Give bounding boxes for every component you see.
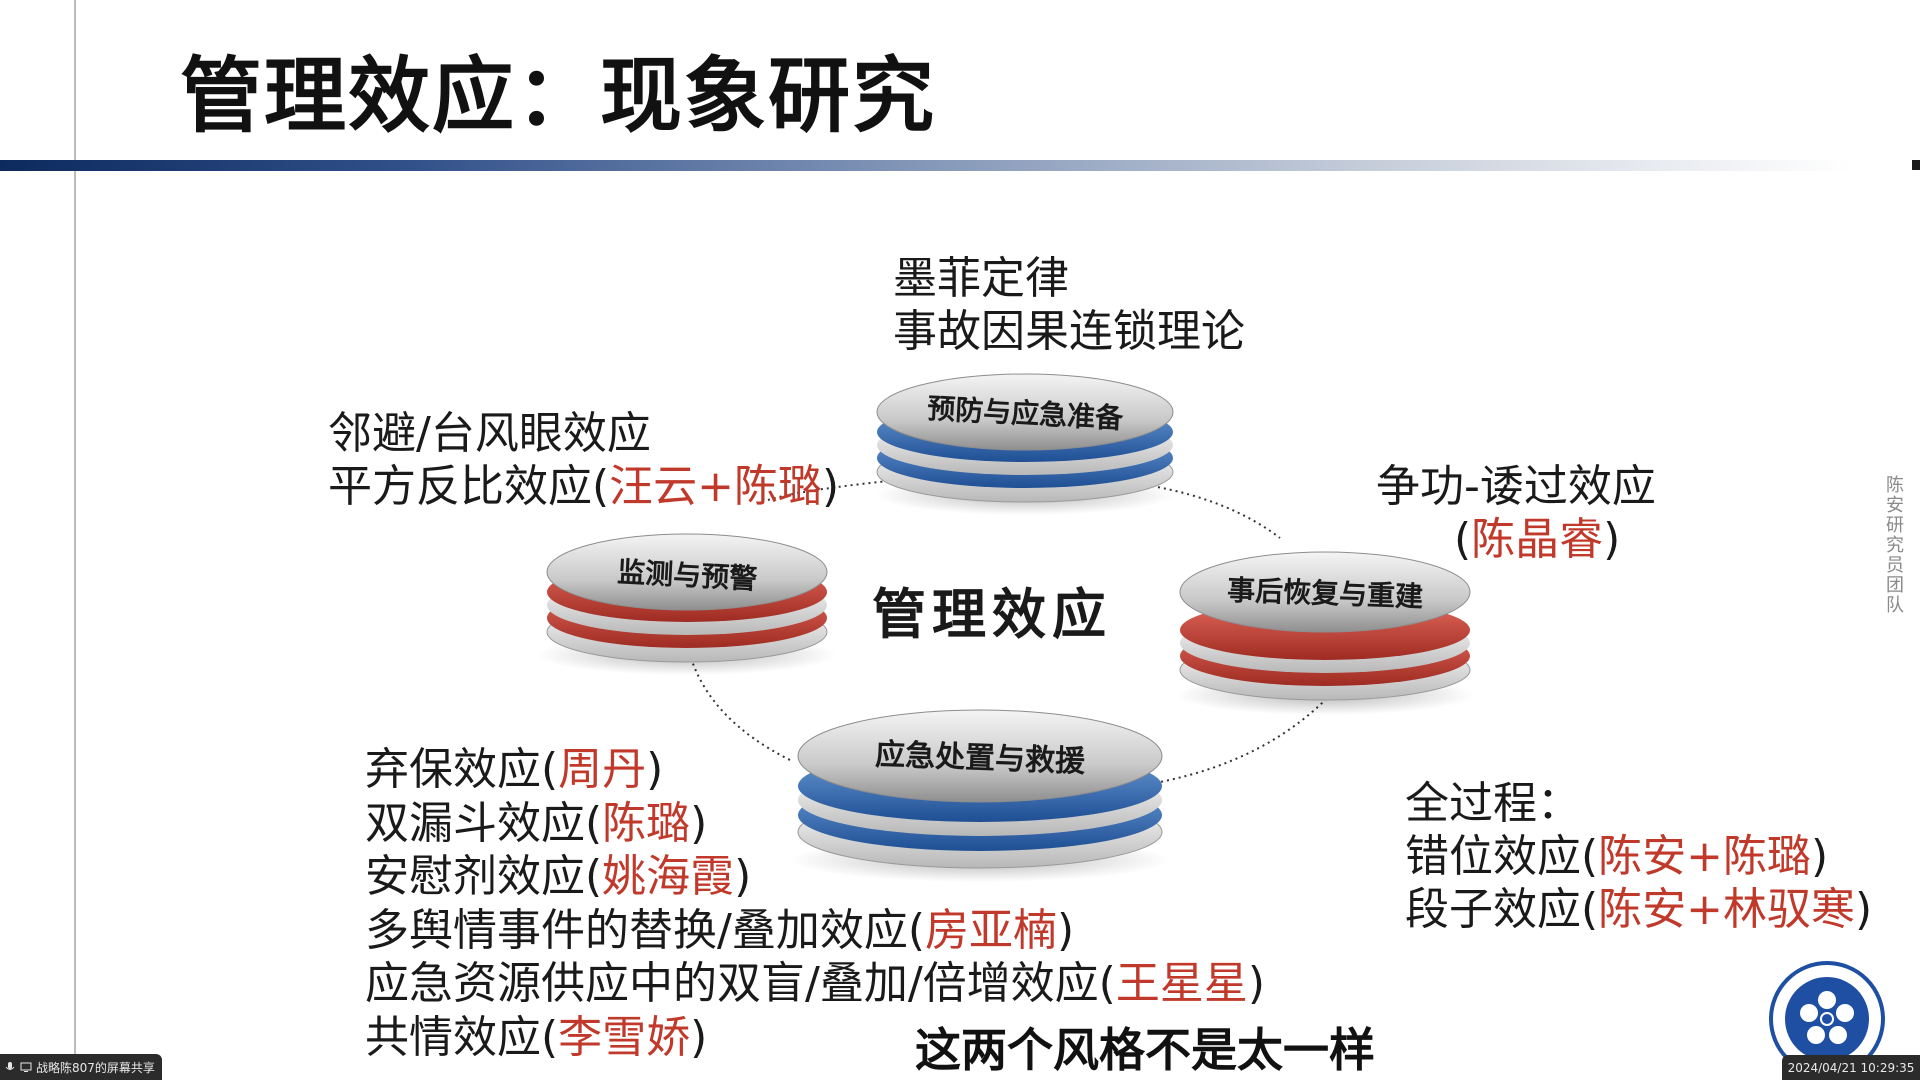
author-name: 陈晶睿 <box>1471 514 1604 565</box>
effect-item: 事故因果连锁理论 <box>893 306 1245 357</box>
effect-item: 段子效应(陈安+林驭寒) <box>1405 884 1873 935</box>
viewer-comment: 这两个风格不是太一样 <box>915 1023 1375 1077</box>
whole-process-effects: 全过程： 错位效应(陈安+陈璐) 段子效应(陈安+林驭寒) <box>1405 777 1872 936</box>
effect-item: 共情效应(李雪娇) <box>365 1011 708 1063</box>
stage-disc-recovery <box>1175 551 1475 715</box>
author-name: 姚海霞 <box>602 851 735 902</box>
effect-item: 平方反比效应(汪云+陈璐) <box>328 461 840 512</box>
system-clock: 2024/04/21 10:29:35 <box>1782 1055 1920 1080</box>
slide-title: 管理效应：现象研究 <box>180 49 937 144</box>
author-name: 陈璐 <box>602 797 691 849</box>
author-name: 李雪娇 <box>558 1011 691 1063</box>
effect-item: 弃保效应(周丹) <box>365 744 664 795</box>
group-heading: 全过程： <box>1405 778 1581 829</box>
effect-item: 墨菲定律 <box>893 253 1069 304</box>
screen-share-badge[interactable]: 战略陈807的屏幕共享 <box>0 1054 162 1080</box>
edge-mark <box>1912 160 1920 170</box>
effect-item: 双漏斗效应(陈璐) <box>365 797 708 849</box>
emblem-logo <box>1769 961 1885 1077</box>
author-name: 周丹 <box>558 744 647 795</box>
effect-item: 应急资源供应中的双盲/叠加/倍增效应(王星星) <box>365 958 1265 1009</box>
author-name: 陈安+林驭寒 <box>1598 884 1856 935</box>
stage-label-response: 应急处置与救援 <box>875 737 1087 779</box>
share-label: 战略陈807的屏幕共享 <box>36 1060 155 1075</box>
author-name: 汪云+陈璐 <box>609 461 823 512</box>
effect-item: 争功-诿过效应 <box>1376 461 1656 512</box>
effect-item: 安慰剂效应(姚海霞) <box>365 851 752 902</box>
left-rule <box>74 0 76 1080</box>
effect-item: 邻避/台风眼效应 <box>328 408 651 459</box>
stage-label-recovery: 事后恢复与重建 <box>1227 574 1424 614</box>
watermark: 陈安研究员团队 <box>1883 475 1904 615</box>
mic-icon <box>5 1062 15 1070</box>
center-label: 管理效应 <box>872 582 1112 646</box>
stage-disc-monitoring <box>537 533 837 675</box>
author-name: 房亚楠 <box>925 904 1057 956</box>
stage-label-monitoring: 监测与预警 <box>616 555 758 595</box>
stage-disc-prevention <box>875 373 1175 515</box>
stage-disc-response <box>790 709 1170 882</box>
recovery-effects: 争功-诿过效应 (陈晶睿) <box>1376 460 1656 566</box>
effect-item: 多舆情事件的替换/叠加效应(房亚楠) <box>365 904 1075 956</box>
prevention-effects: 墨菲定律 事故因果连锁理论 <box>893 252 1245 358</box>
monitoring-effects: 邻避/台风眼效应 平方反比效应(汪云+陈璐) <box>328 407 839 513</box>
response-effects: 弃保效应(周丹) 双漏斗效应(陈璐) 安慰剂效应(姚海霞) 多舆情事件的替换/叠… <box>365 743 1265 1064</box>
effect-item: 错位效应(陈安+陈璐) <box>1405 831 1829 882</box>
effect-author: (陈晶睿) <box>1454 514 1621 565</box>
author-name: 王星星 <box>1115 958 1248 1009</box>
title-underline <box>0 160 1850 171</box>
author-name: 陈安+陈璐 <box>1598 831 1812 882</box>
screen-share-icon <box>20 1062 32 1072</box>
